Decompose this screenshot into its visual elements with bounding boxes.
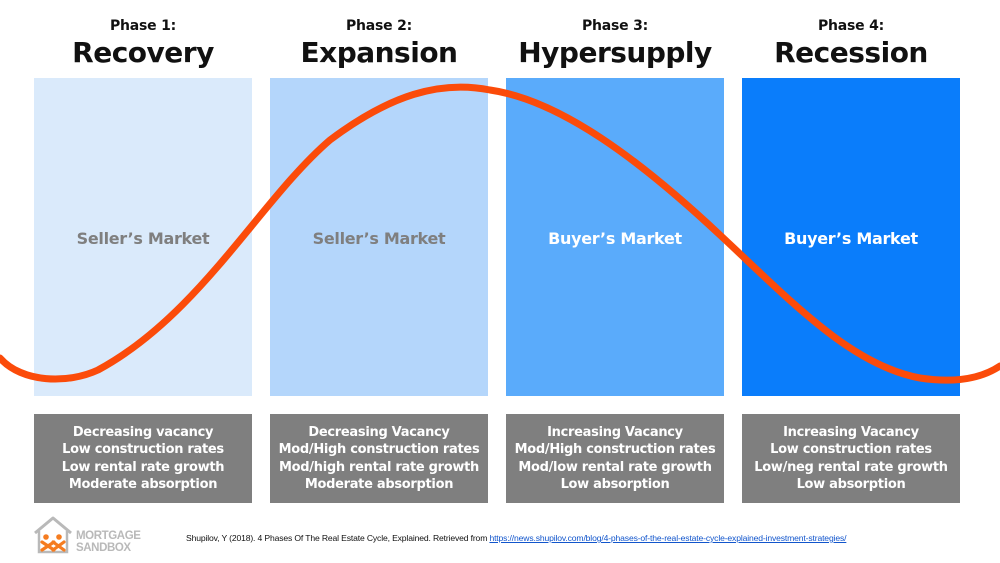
trait-text: Moderate absorption bbox=[304, 477, 454, 492]
trait-text: Low construction rates bbox=[62, 442, 224, 457]
phase-3-panel bbox=[506, 78, 724, 396]
phase-2-label: Phase 2: bbox=[345, 18, 413, 34]
trait-text: Increasing Vacancy bbox=[547, 424, 683, 440]
source-citation: Shupilov, Y (2018). 4 Phases Of The Real… bbox=[186, 533, 846, 543]
phase-3-label: Phase 3: bbox=[581, 18, 649, 34]
logo-text-line-1: MORTGAGE bbox=[76, 530, 141, 542]
phase-2-panel bbox=[270, 78, 488, 396]
phase-1-title: Recovery bbox=[72, 36, 214, 69]
phase-3-market-label: Buyer’s Market bbox=[548, 229, 682, 248]
phase-2-info-box: Decreasing Vacancy Mod/High construction… bbox=[270, 414, 488, 503]
trait-text: Mod/High construction rates bbox=[278, 442, 480, 457]
trait-text: Increasing Vacancy bbox=[783, 424, 919, 440]
phase-1-market-label: Seller’s Market bbox=[76, 229, 210, 248]
phase-4-label: Phase 4: bbox=[817, 18, 885, 34]
phase-2-title: Expansion bbox=[300, 36, 459, 69]
house-people-icon bbox=[34, 516, 72, 554]
phase-3-title: Hypersupply bbox=[518, 36, 712, 69]
phase-4-market-label: Buyer’s Market bbox=[784, 229, 918, 248]
phase-1-header: Phase 1: Recovery bbox=[34, 18, 252, 69]
trait-text: Moderate absorption bbox=[68, 477, 218, 492]
trait-text: Decreasing vacancy bbox=[72, 424, 214, 440]
trait-text: Decreasing Vacancy bbox=[308, 424, 450, 440]
phase-1-info-box: Decreasing vacancy Low construction rate… bbox=[34, 414, 252, 503]
phase-4-panel bbox=[742, 78, 960, 396]
phase-3-header: Phase 3: Hypersupply bbox=[506, 18, 724, 69]
citation-text: Shupilov, Y (2018). 4 Phases Of The Real… bbox=[186, 533, 490, 543]
trait-text: Low absorption bbox=[560, 477, 670, 492]
citation-link[interactable]: https://news.shupilov.com/blog/4-phases-… bbox=[489, 533, 847, 543]
trait-text: Low absorption bbox=[796, 477, 906, 492]
trait-text: Mod/low rental rate growth bbox=[518, 459, 712, 475]
phase-4-header: Phase 4: Recession bbox=[742, 18, 960, 69]
phase-2-header: Phase 2: Expansion bbox=[270, 18, 488, 69]
trait-text: Mod/high rental rate growth bbox=[279, 459, 479, 475]
phase-4-info-box: Increasing Vacancy Low construction rate… bbox=[742, 414, 960, 503]
logo-text-line-2: SANDBOX bbox=[76, 542, 131, 554]
trait-text: Low construction rates bbox=[770, 442, 932, 457]
phase-4-title: Recession bbox=[774, 36, 928, 69]
phase-3-info-box: Increasing Vacancy Mod/High construction… bbox=[506, 414, 724, 503]
cycle-curve-line bbox=[0, 83, 1000, 384]
phase-2-market-label: Seller’s Market bbox=[312, 229, 446, 248]
trait-text: Low rental rate growth bbox=[61, 459, 225, 475]
trait-text: Mod/High construction rates bbox=[514, 442, 716, 457]
phase-1-label: Phase 1: bbox=[109, 18, 177, 34]
mortgage-sandbox-logo: MORTGAGE SANDBOX bbox=[32, 514, 142, 556]
trait-text: Low/neg rental rate growth bbox=[754, 459, 948, 475]
